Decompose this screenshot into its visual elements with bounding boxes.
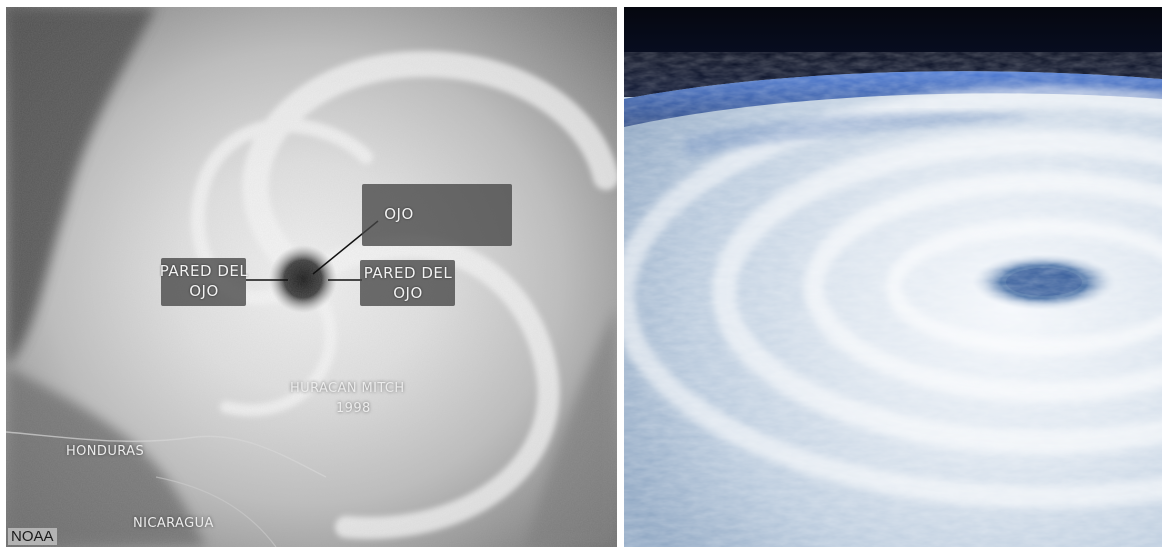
atmosphere-limb — [624, 71, 1162, 127]
eyewall-right-label-line1: PARED DEL — [363, 264, 453, 282]
eye-label: OJO — [384, 205, 414, 223]
eye-label-box — [362, 184, 512, 246]
image-credit: NOAA — [8, 528, 57, 545]
country-label-honduras: HONDURAS — [66, 444, 145, 459]
orbit-photo-art — [624, 7, 1162, 547]
storm-year-label: 1998 — [336, 401, 371, 416]
storm-name-label: HURACAN MITCH — [290, 381, 405, 396]
hurricane-orbit-photo — [624, 7, 1162, 547]
eyewall-left-label-line2: OJO — [189, 282, 219, 300]
eyewall-left-label-line1: PARED DEL — [159, 262, 249, 280]
eyewall-right-label-line2: OJO — [393, 284, 423, 302]
eyewall-left-label-box — [161, 258, 246, 306]
hurricane-mitch-satellite-image: OJO PARED DEL OJO PARED DEL OJO HURACAN … — [6, 7, 617, 547]
eyewall-right-label-box — [360, 260, 455, 306]
satellite-cloud-art — [6, 7, 617, 547]
country-label-nicaragua: NICARAGUA — [133, 516, 214, 531]
